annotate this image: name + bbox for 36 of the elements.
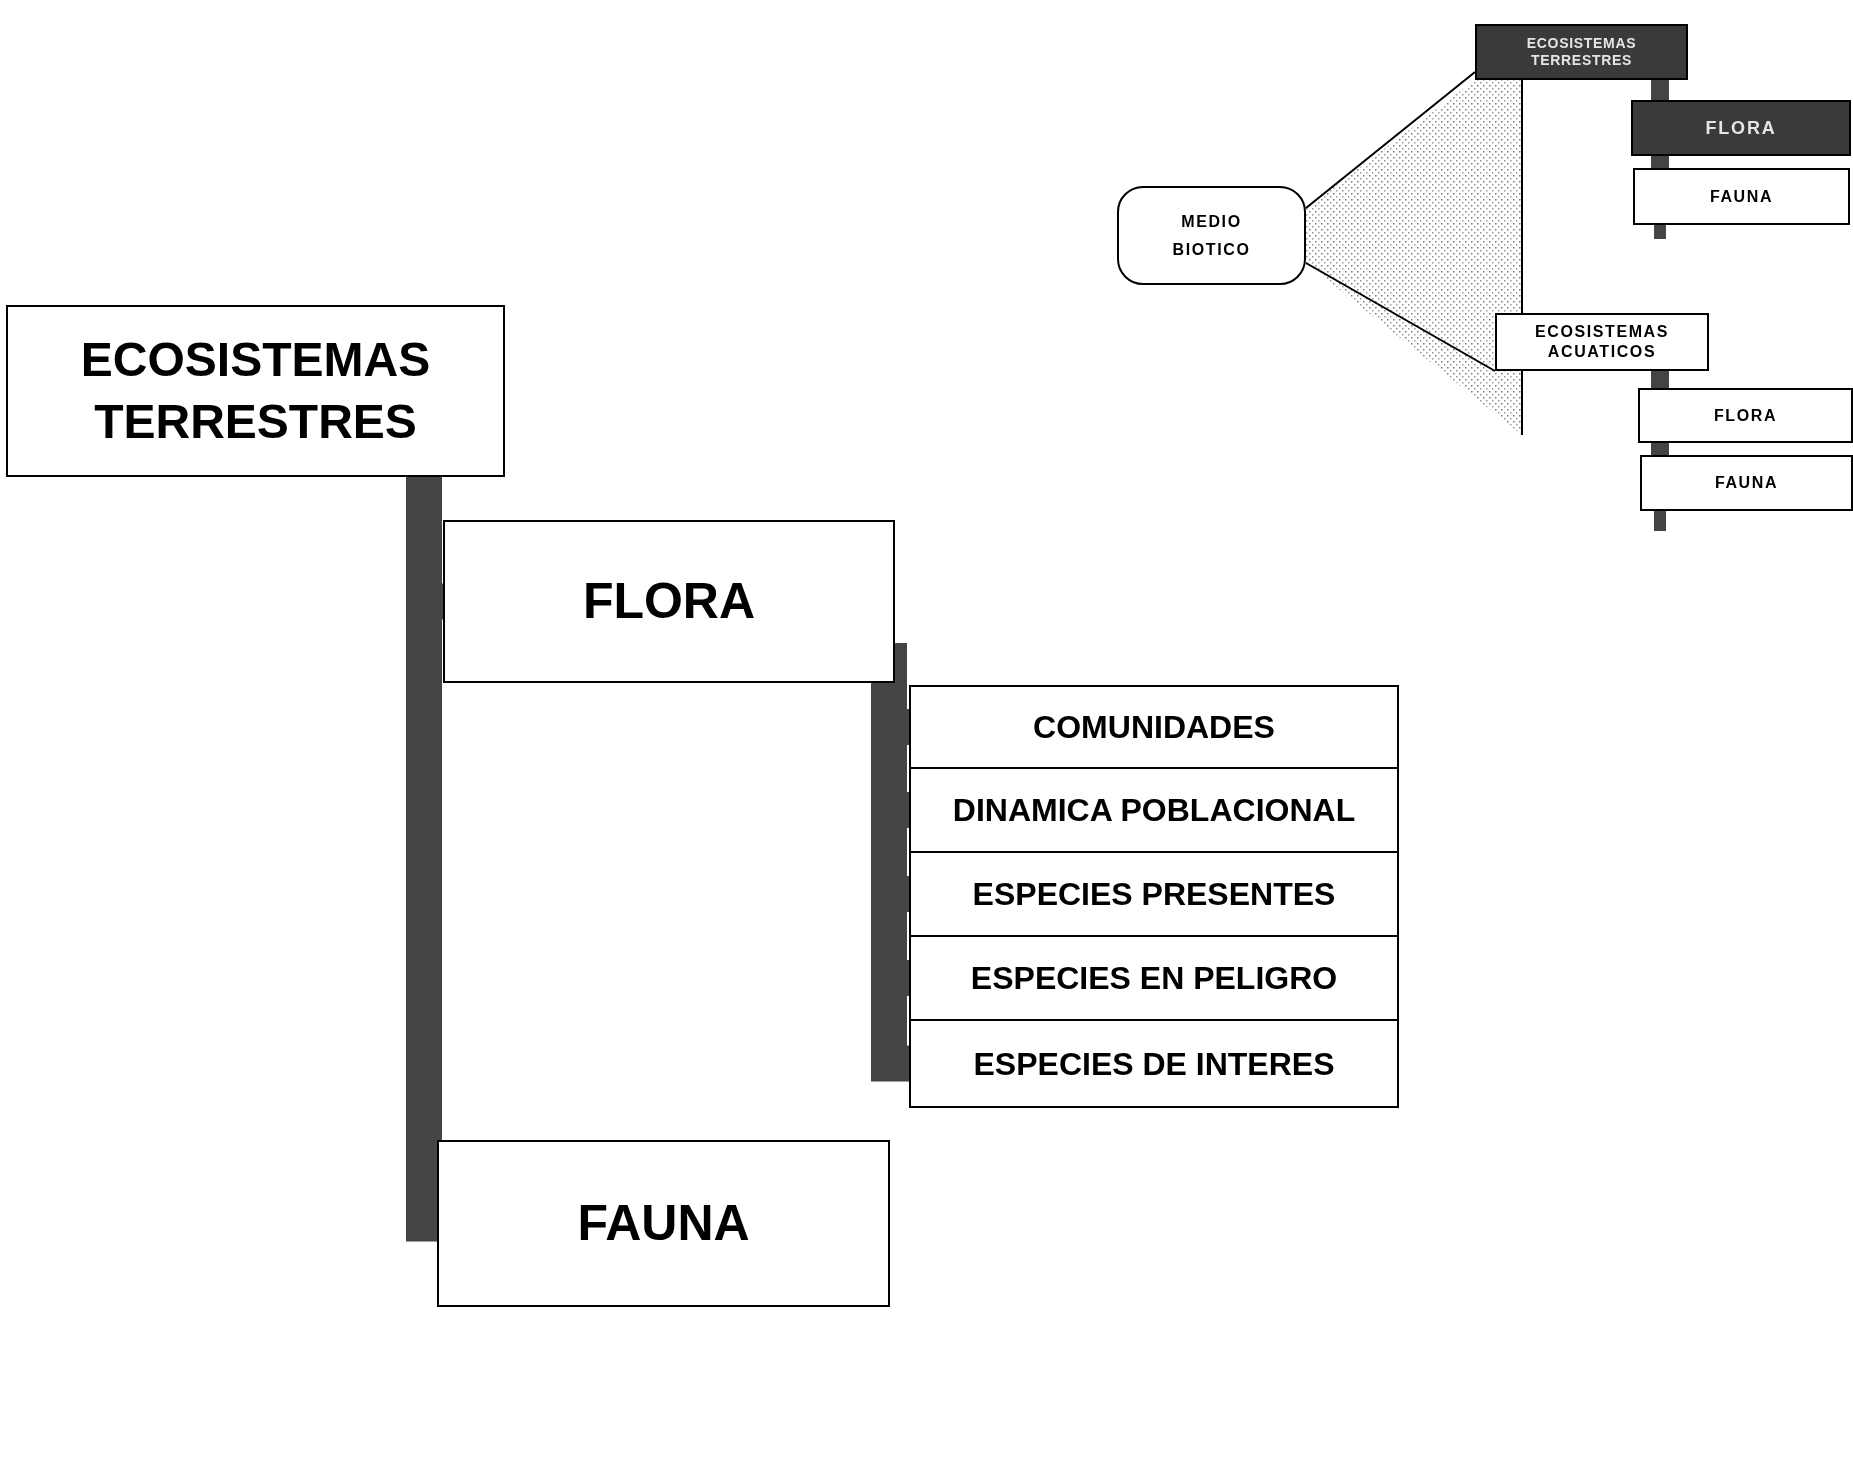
node-label: ESPECIES EN PELIGRO xyxy=(970,959,1338,998)
rounded-box xyxy=(1117,186,1306,285)
node-label: FLORA xyxy=(582,572,756,631)
category-box xyxy=(437,1140,890,1307)
node-label: ECOSISTEMAS ACUATICOS xyxy=(1533,322,1671,362)
list-row xyxy=(909,851,1399,937)
connector-bar xyxy=(1651,156,1669,168)
node-label: FLORA xyxy=(1713,405,1778,426)
connector-line xyxy=(1305,71,1476,209)
node-label: ECOSISTEMAS TERRESTRES xyxy=(79,331,432,450)
connector-bar xyxy=(1651,80,1669,100)
highlighted-box xyxy=(1631,100,1851,156)
node-label: COMUNIDADES xyxy=(1033,708,1275,747)
node-label: ECOSISTEMAS TERRESTRES xyxy=(1525,34,1638,70)
list-row xyxy=(909,767,1399,853)
node-label: FAUNA xyxy=(1709,186,1774,207)
small-box xyxy=(1495,313,1709,371)
connector-bar xyxy=(1651,443,1669,455)
list-row xyxy=(909,935,1399,1021)
node-label: FAUNA xyxy=(577,1194,750,1253)
node-label: MEDIO BIOTICO xyxy=(1171,212,1252,260)
small-box xyxy=(1638,388,1853,443)
category-box xyxy=(443,520,895,683)
node-label: FLORA xyxy=(1705,116,1777,140)
connector-line xyxy=(1305,262,1496,372)
node-label: ESPECIES DE INTERES xyxy=(973,1044,1335,1084)
small-box xyxy=(1640,455,1853,511)
list-row xyxy=(909,685,1399,769)
small-box xyxy=(1633,168,1850,225)
node-label: ESPECIES PRESENTES xyxy=(972,875,1336,914)
connector-bar xyxy=(1651,371,1669,388)
list-row xyxy=(909,1019,1399,1108)
highlighted-box xyxy=(1475,24,1688,80)
node-label: DINAMICA POBLACIONAL xyxy=(952,791,1356,830)
node-label: FAUNA xyxy=(1714,473,1779,493)
title-box xyxy=(6,305,505,477)
